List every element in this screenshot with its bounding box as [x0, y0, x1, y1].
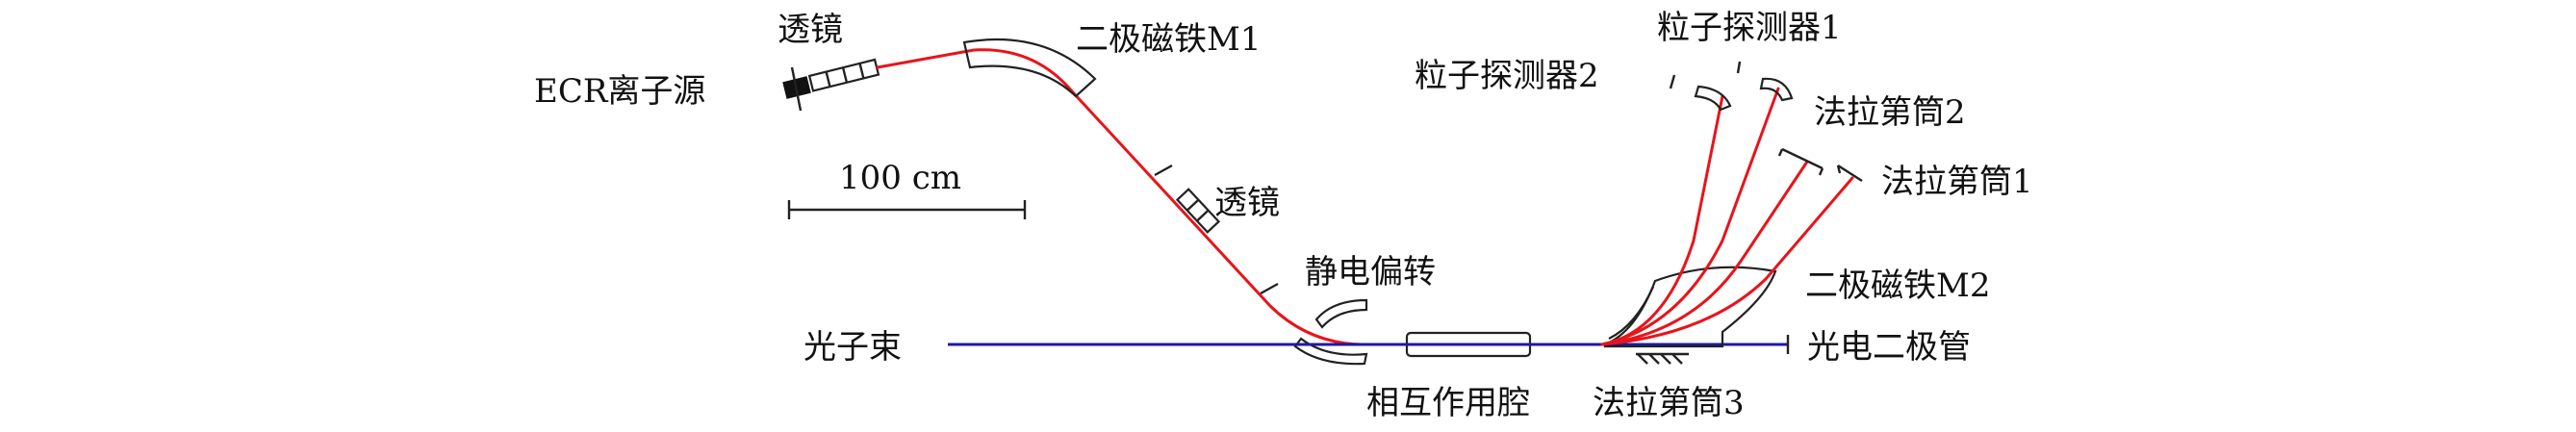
particle-detector-2-symbol: [1669, 74, 1732, 112]
particle-detector-1-symbol: [1736, 61, 1794, 102]
faraday-cup-3: [1636, 352, 1689, 365]
label-particle-detector-2: 粒子探测器2: [1415, 57, 1599, 95]
scale-bar: [787, 200, 1027, 219]
label-particle-detector-1: 粒子探测器1: [1657, 9, 1842, 47]
label-faraday-cup-2: 法拉第筒2: [1814, 93, 1966, 132]
label-dipole-m2: 二极磁铁M2: [1805, 267, 1990, 305]
faraday-cup-2-symbol: [1777, 147, 1824, 176]
label-lens-1: 透镜: [778, 11, 843, 49]
lens-1: [807, 58, 880, 92]
label-scale-bar: 100 cm: [839, 159, 961, 197]
lens-2: [1154, 164, 1279, 295]
ion-beam-fanout: [1600, 87, 1854, 346]
ecr-ion-source: [782, 66, 811, 112]
faraday-cup-1-symbol: [1836, 164, 1863, 183]
label-dipole-m1: 二极磁铁M1: [1076, 20, 1261, 59]
label-faraday-cup-1: 法拉第筒1: [1881, 163, 2033, 201]
label-photodiode: 光电二极管: [1807, 328, 1971, 367]
label-ecr-source: ECR离子源: [534, 72, 705, 111]
electrostatic-deflector: [1293, 298, 1368, 366]
dipole-magnet-m1: [962, 38, 1097, 98]
label-interaction-chamber: 相互作用腔: [1366, 384, 1530, 422]
dipole-magnet-m2: [1603, 266, 1777, 348]
label-faraday-cup-3: 法拉第筒3: [1593, 384, 1745, 422]
label-photon-beam: 光子束: [803, 328, 902, 367]
label-electrostatic-deflector: 静电偏转: [1305, 253, 1436, 292]
label-lens-2: 透镜: [1214, 184, 1280, 222]
